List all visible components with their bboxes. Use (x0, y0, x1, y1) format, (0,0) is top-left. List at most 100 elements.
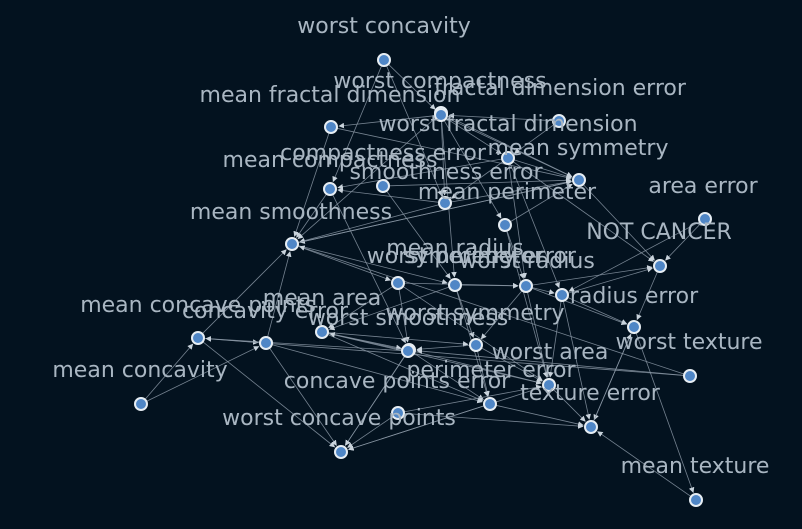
edge-worst-fractal-dimension-to-mean-fractal-dimension (338, 115, 436, 129)
edge-worst-symmetry-to-worst-smoothness (416, 345, 471, 352)
edges-layer (144, 63, 702, 497)
node-perimeter-error[interactable] (483, 397, 497, 411)
node-area-error[interactable] (698, 212, 712, 226)
node-mean-area[interactable] (315, 325, 329, 339)
edge-mean-area-to-worst-symmetry (327, 332, 469, 347)
nodes-layer (134, 53, 712, 507)
edge-not-cancer-to-worst-texture (636, 271, 658, 321)
edge-mean-fractal-dimension-to-mean-smoothness (293, 132, 330, 237)
edge-unlabeled-2-to-worst-smoothness (416, 348, 685, 376)
node-worst-perimeter[interactable] (448, 278, 462, 292)
node-mean-texture[interactable] (689, 493, 703, 507)
node-radius-error[interactable] (555, 288, 569, 302)
edge-unlabeled-1-to-worst-concave-points (345, 355, 406, 446)
node-label-worst-concave-points: worst concave points (222, 406, 456, 431)
edge-worst-radius-to-not-cancer (531, 265, 653, 286)
edge-worst-concavity-to-worst-fractal-dimension (388, 63, 436, 110)
node-unlabeled-2[interactable] (683, 369, 697, 383)
edge-mean-symmetry-to-mean-perimeter (513, 159, 572, 179)
node-label-worst-symmetry: worst symmetry (385, 301, 564, 326)
edge-concave-points-error-to-texture-error (403, 413, 584, 429)
edge-mean-compactness-to-mean-smoothness (296, 193, 327, 238)
node-label-mean-compactness: mean compactness (223, 148, 438, 173)
edge-worst-area-to-worst-concave-points (348, 386, 544, 451)
node-worst-texture[interactable] (627, 320, 641, 334)
node-label-mean-texture: mean texture (621, 454, 770, 479)
edge-worst-perimeter-to-mean-area (328, 286, 450, 331)
edge-mean-fractal-dimension-to-mean-perimeter (336, 127, 572, 180)
edge-worst-smoothness-to-perimeter-error (413, 352, 484, 400)
edge-concavity-error-to-perimeter-error (271, 344, 483, 404)
edge-mean-concavity-to-mean-concave-points (144, 343, 194, 400)
node-mean-radius[interactable] (498, 218, 512, 232)
node-label-fractal-dimension-error: fractal dimension error (434, 76, 687, 101)
node-label-area-error: area error (648, 174, 758, 199)
edge-mean-perimeter-to-not-cancer (582, 184, 655, 261)
node-symmetry-error[interactable] (391, 276, 405, 290)
edge-unlabeled-2-to-mean-smoothness (299, 245, 685, 375)
node-mean-compactness[interactable] (323, 182, 337, 196)
edge-area-error-to-not-cancer (665, 223, 702, 261)
node-label-concave-points-error: concave points error (284, 369, 511, 394)
node-fractal-dimension-error[interactable] (552, 114, 566, 128)
node-label-mean-concavity: mean concavity (52, 358, 227, 383)
edge-mean-radius-to-worst-radius (506, 230, 525, 279)
edge-mean-concave-points-to-worst-concave-points (202, 341, 336, 448)
node-label-mean-area: mean area (263, 286, 381, 311)
edge-fractal-dimension-error-to-mean-symmetry (514, 124, 555, 154)
edge-area-error-to-radius-error (568, 221, 700, 292)
edge-unlabeled-2-to-mean-concave-points (205, 336, 685, 376)
node-label-worst-area: worst area (492, 340, 609, 365)
edge-mean-texture-to-texture-error (597, 431, 692, 497)
node-unlabeled-1[interactable] (401, 344, 415, 358)
edge-mean-compactness-to-worst-smoothness (332, 194, 406, 344)
node-mean-fractal-dimension[interactable] (324, 120, 338, 134)
edge-mean-symmetry-to-smoothness-error (451, 161, 504, 199)
node-concave-points-error[interactable] (391, 406, 405, 420)
node-worst-concave-points[interactable] (334, 445, 348, 459)
node-texture-error[interactable] (584, 420, 598, 434)
edge-mean-area-to-perimeter-error (327, 334, 484, 402)
node-worst-fractal-dimension[interactable] (434, 108, 448, 122)
edge-symmetry-error-to-mean-area (328, 285, 394, 329)
node-mean-concave-points[interactable] (191, 331, 205, 345)
edge-worst-symmetry-to-perimeter-error (477, 350, 490, 397)
node-mean-concavity[interactable] (134, 397, 148, 411)
edge-radius-error-to-worst-texture (567, 297, 628, 325)
node-label-worst-texture: worst texture (615, 330, 762, 355)
edge-worst-radius-to-worst-area (527, 291, 549, 378)
node-label-symmetry-error: symmetry error (404, 244, 577, 269)
edge-mean-area-to-worst-area (327, 333, 542, 385)
node-worst-radius[interactable] (519, 279, 533, 293)
edge-worst-texture-to-mean-texture (635, 332, 695, 494)
node-not-cancer[interactable] (653, 259, 667, 273)
node-worst-symmetry[interactable] (469, 338, 483, 352)
node-mean-smoothness[interactable] (285, 237, 299, 251)
node-label-worst-smoothness: worst smoothness (308, 306, 508, 331)
node-smoothness-error[interactable] (438, 196, 452, 210)
node-worst-concavity[interactable] (377, 53, 391, 67)
node-label-mean-radius: mean radius (386, 236, 523, 261)
node-mean-perimeter[interactable] (572, 173, 586, 187)
node-label-mean-perimeter: mean perimeter (418, 180, 597, 205)
edge-worst-smoothness-to-worst-area (414, 351, 542, 385)
edge-perimeter-error-to-texture-error (495, 404, 584, 427)
edge-radius-error-to-worst-area (548, 300, 562, 378)
node-mean-symmetry[interactable] (501, 151, 515, 165)
edge-concave-points-error-to-worst-concave-points (347, 416, 394, 448)
node-label-worst-perimeter: worst perimeter (367, 244, 544, 269)
node-worst-area[interactable] (542, 378, 556, 392)
edge-concavity-error-to-worst-concave-points (269, 347, 337, 446)
edge-worst-radius-to-radius-error (531, 287, 555, 295)
node-label-not-cancer: NOT CANCER (586, 220, 732, 245)
node-label-mean-fractal-dimension: mean fractal dimension (200, 83, 461, 108)
node-concavity-error[interactable] (259, 336, 273, 350)
edge-mean-smoothness-to-worst-perimeter (297, 245, 448, 285)
edge-texture-error-to-worst-texture (593, 333, 632, 422)
node-compactness-error[interactable] (376, 179, 390, 193)
edge-worst-concavity-to-smoothness-error (386, 65, 443, 197)
edge-worst-fractal-dimension-to-mean-perimeter (446, 117, 573, 177)
node-label-compactness-error: compactness error (280, 141, 487, 166)
